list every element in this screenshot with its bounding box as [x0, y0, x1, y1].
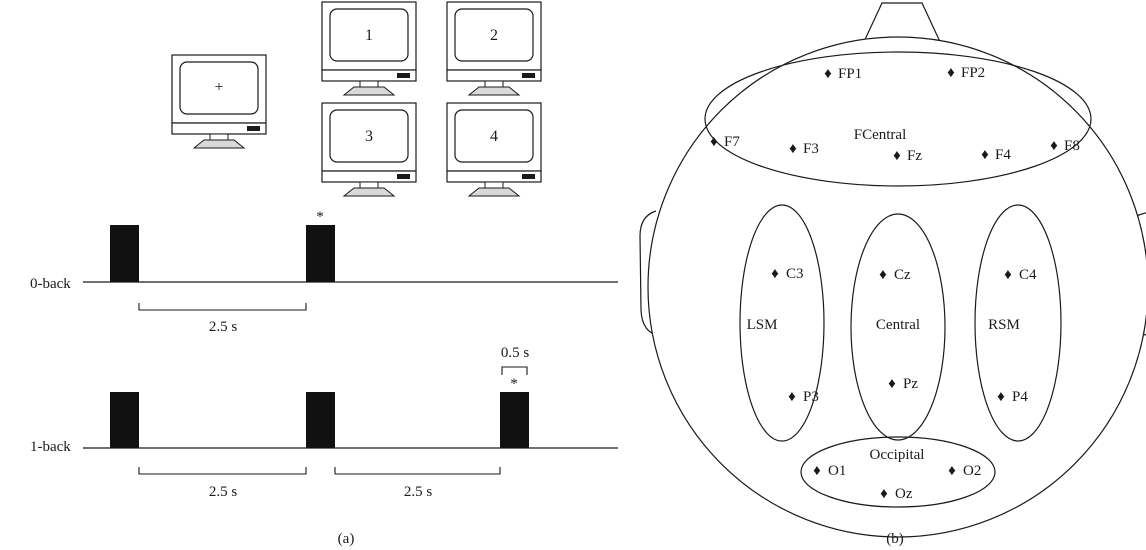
panel-a-caption: (a): [338, 531, 355, 547]
electrode-label: Pz: [903, 376, 918, 392]
electrode-oz: ♦ Oz: [880, 486, 913, 502]
electrode-o2: ♦ O2: [948, 463, 981, 479]
electrode-f3: ♦ F3: [789, 141, 819, 157]
electrode-pz: ♦ Pz: [888, 376, 918, 392]
electrode-label: O2: [963, 463, 981, 479]
monitor-1-label: 1: [365, 27, 373, 44]
electrode-o1: ♦ O1: [813, 463, 846, 479]
region-label-central: Central: [876, 317, 920, 333]
row-1-back-label: 1-back: [30, 439, 71, 455]
region-occipital: [800, 436, 996, 508]
monitor-3-label: 3: [365, 128, 373, 145]
electrode-f8: ♦ F8: [1050, 138, 1080, 154]
electrode-p3: ♦ P3: [788, 389, 819, 405]
electrode-label: Cz: [894, 267, 911, 283]
region-label-lsm: LSM: [747, 317, 778, 333]
electrode-label: FP1: [838, 66, 862, 82]
electrode-marker-icon: ♦: [1004, 267, 1012, 283]
electrode-marker-icon: ♦: [879, 267, 887, 283]
electrode-label: P3: [803, 389, 819, 405]
electrode-label: C4: [1019, 267, 1037, 283]
region-rsm: [974, 204, 1062, 442]
head-outline: [647, 36, 1146, 538]
electrode-label: FP2: [961, 65, 985, 81]
row-0-back-label: 0-back: [30, 276, 71, 292]
region-lsm: [739, 204, 825, 442]
electrode-marker-icon: ♦: [880, 486, 888, 502]
stimulus-bar-target: [306, 225, 335, 282]
electrode-marker-icon: ♦: [981, 147, 989, 163]
monitor-4: 4: [446, 102, 542, 197]
region-central: [850, 213, 946, 441]
electrode-label: F8: [1064, 138, 1080, 154]
row-1-back: 1-back * 0.5 s 2.5 s 2.5 s: [30, 345, 618, 500]
panel-b: FCentral LSM Central RSM Occipital ♦ FP1…: [639, 2, 1146, 547]
electrode-f4: ♦ F4: [981, 147, 1011, 163]
monitor-2: 2: [446, 1, 542, 96]
electrode-label: C3: [786, 266, 804, 282]
electrode-marker-icon: ♦: [710, 134, 718, 150]
electrode-marker-icon: ♦: [824, 66, 832, 82]
electrode-label: F3: [803, 141, 819, 157]
electrode-cz: ♦ Cz: [879, 267, 911, 283]
interval-bracket: [138, 467, 307, 475]
electrode-label: F4: [995, 147, 1011, 163]
row-0-back: 0-back * 2.5 s: [30, 209, 618, 335]
electrode-marker-icon: ♦: [948, 463, 956, 479]
electrode-label: P4: [1012, 389, 1028, 405]
electrode-marker-icon: ♦: [771, 266, 779, 282]
electrode-label: Fz: [907, 148, 922, 164]
duration-bracket: [501, 366, 528, 375]
region-label-fcentral: FCentral: [854, 127, 907, 143]
electrode-marker-icon: ♦: [788, 389, 796, 405]
interval-label: 2.5 s: [209, 319, 238, 335]
region-label-rsm: RSM: [988, 317, 1020, 333]
monitor-4-label: 4: [490, 128, 498, 145]
electrode-label: O1: [828, 463, 846, 479]
electrode-fp1: ♦ FP1: [824, 66, 862, 82]
interval-bracket: [334, 467, 501, 475]
stimulus-bar: [110, 225, 139, 282]
monitor-fixation: +: [171, 54, 267, 149]
electrode-c4: ♦ C4: [1004, 267, 1037, 283]
panel-a: + 1 2 3 4 0-back * 2.5 s: [30, 1, 618, 547]
region-fcentral: [704, 51, 1092, 187]
electrode-f7: ♦ F7: [710, 134, 740, 150]
interval-bracket: [138, 303, 307, 311]
electrode-p4: ♦ P4: [997, 389, 1028, 405]
electrode-marker-icon: ♦: [1050, 138, 1058, 154]
interval-label: 2.5 s: [404, 484, 433, 500]
electrode-marker-icon: ♦: [789, 141, 797, 157]
panel-b-caption: (b): [886, 531, 904, 547]
monitor-2-label: 2: [490, 27, 498, 44]
electrode-c3: ♦ C3: [771, 266, 803, 282]
interval-label: 2.5 s: [209, 484, 238, 500]
electrode-fp2: ♦ FP2: [947, 65, 985, 81]
electrode-marker-icon: ♦: [947, 65, 955, 81]
monitor-fixation-label: +: [214, 79, 223, 96]
electrode-marker-icon: ♦: [997, 389, 1005, 405]
electrode-marker-icon: ♦: [893, 148, 901, 164]
stimulus-bar: [306, 392, 335, 448]
electrode-label: Oz: [895, 486, 913, 502]
region-label-occipital: Occipital: [870, 447, 925, 463]
electrode-marker-icon: ♦: [813, 463, 821, 479]
monitor-1: 1: [321, 1, 417, 96]
target-asterisk: *: [316, 209, 324, 225]
left-ear: [639, 210, 661, 337]
electrode-fz: ♦ Fz: [893, 148, 922, 164]
duration-label: 0.5 s: [501, 345, 530, 361]
stimulus-bar-target: [500, 392, 529, 448]
target-asterisk: *: [510, 376, 518, 392]
electrode-marker-icon: ♦: [888, 376, 896, 392]
stimulus-bar: [110, 392, 139, 448]
monitor-3: 3: [321, 102, 417, 197]
electrode-label: F7: [724, 134, 740, 150]
